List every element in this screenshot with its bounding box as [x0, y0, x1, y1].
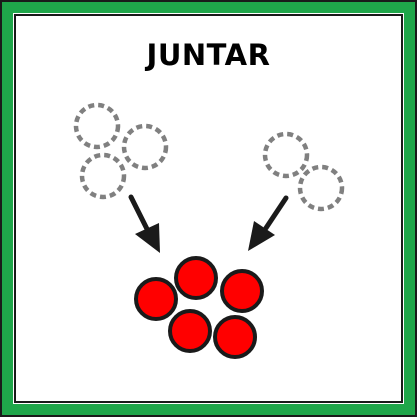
dashed-circle	[79, 152, 127, 200]
pictogram-title: JUNTAR	[145, 38, 271, 72]
solid-circle	[174, 256, 218, 300]
solid-circle	[168, 309, 212, 353]
right-dashed-group	[262, 131, 345, 212]
joined-solid-group	[134, 256, 264, 359]
dashed-circle	[121, 123, 169, 171]
solid-circle	[213, 315, 257, 359]
solid-circle	[220, 269, 264, 313]
dashed-circle	[73, 102, 121, 150]
arrow-down-right-icon	[128, 194, 160, 253]
frame-inner-border	[14, 14, 403, 403]
dashed-circle	[297, 164, 345, 212]
arrow-down-left-icon	[248, 195, 289, 251]
solid-circle	[134, 277, 178, 321]
dashed-circle	[262, 131, 310, 179]
left-dashed-group	[73, 102, 169, 200]
